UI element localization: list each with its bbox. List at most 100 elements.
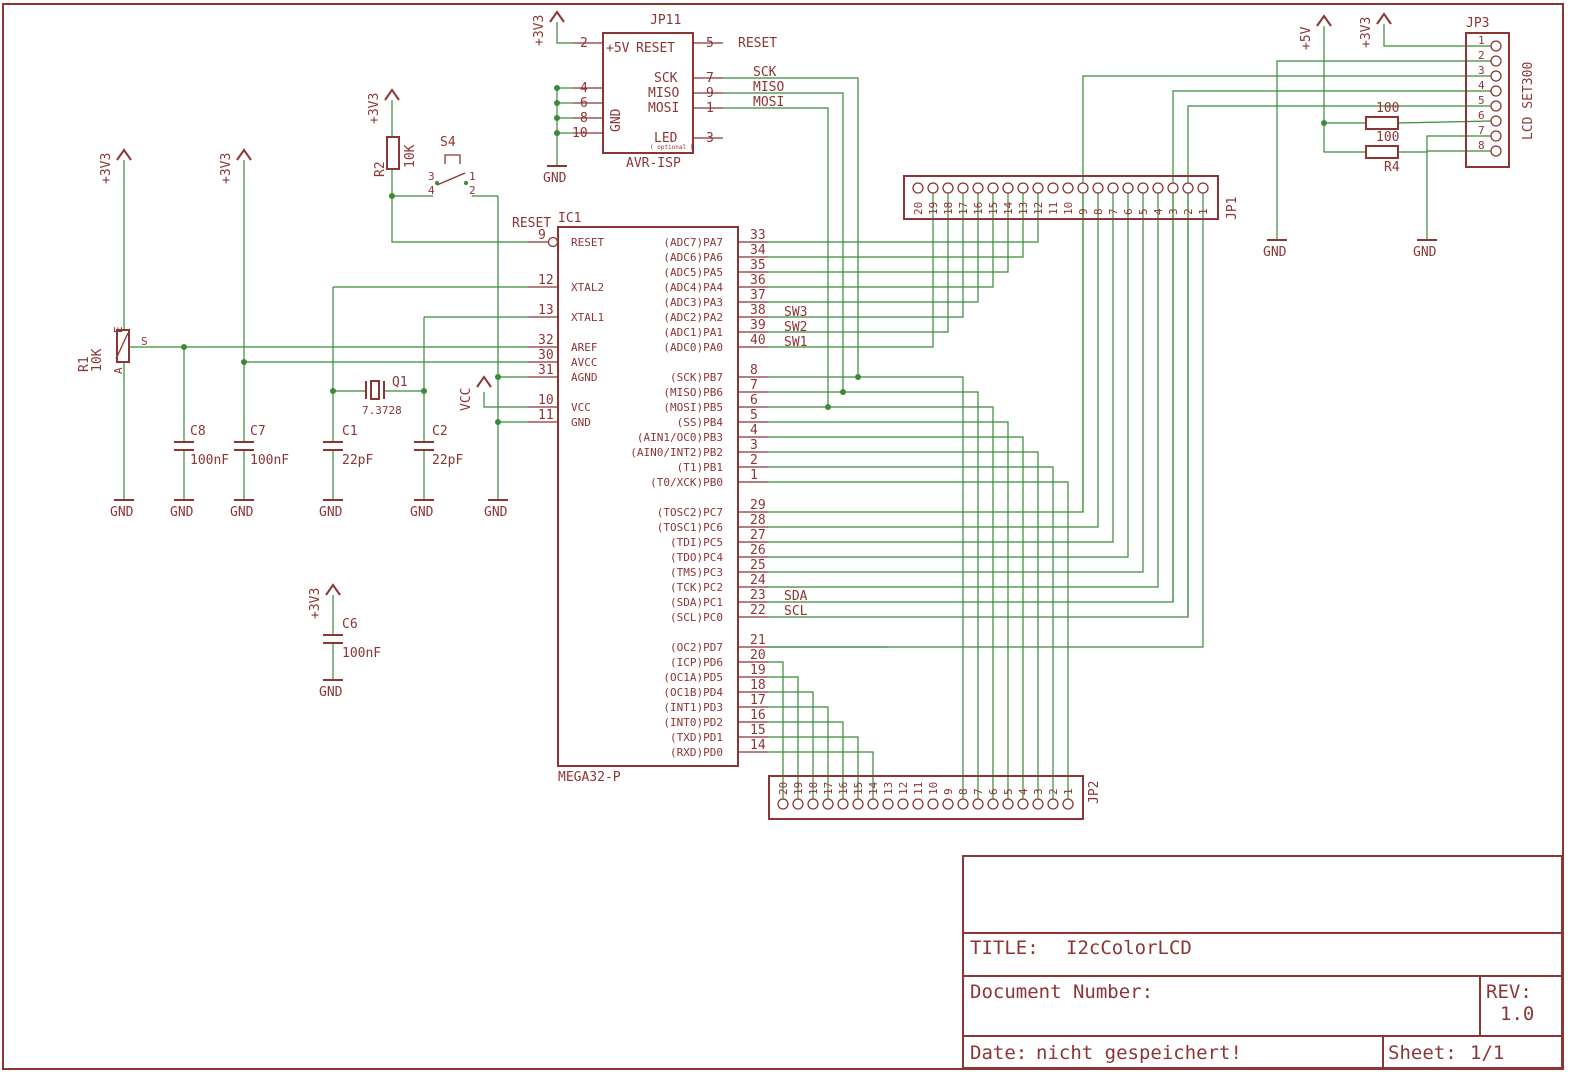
header-pin-number: 15 [852, 782, 865, 795]
s4-pin-1: 1 [469, 170, 476, 183]
r3-r4-resistors: 100 100 R4 [1365, 101, 1400, 175]
supply-label: VCC [459, 388, 474, 411]
gnd-label: GND [410, 505, 434, 520]
wire [768, 193, 1114, 543]
jp3-pin-number: 4 [1478, 79, 1485, 92]
wire [723, 92, 844, 392]
gnd-label: GND [1413, 245, 1437, 260]
supply-label: +3V3 [219, 153, 234, 184]
header-pin-number: 6 [987, 788, 1000, 795]
r2-value: 10K [403, 144, 418, 168]
jp3-pin-number: 5 [1478, 94, 1485, 107]
ic1-pin-number: 38 [750, 303, 766, 318]
jp11-pin-6: 6 [580, 96, 588, 111]
wire [768, 193, 1129, 558]
ic1-pin-name: (ADC5)PA5 [663, 266, 723, 279]
header-pin-number: 6 [1122, 208, 1135, 215]
ic1-pin-name: (T0/XCK)PB0 [650, 476, 723, 489]
header-pin [1032, 182, 1044, 194]
jp11-pin-7: 7 [706, 71, 714, 86]
header-pin [1002, 798, 1014, 810]
supply-label: +3V3 [308, 588, 323, 619]
jp3-pin [1490, 145, 1502, 157]
jp3-pin [1490, 55, 1502, 67]
wire [768, 436, 1024, 799]
jp11-pin-5: 5 [706, 36, 714, 51]
header-pin [1017, 798, 1029, 810]
jp11-label-led: LED [654, 131, 678, 146]
header-pin-number: 14 [867, 781, 880, 795]
header-pin-number: 16 [972, 202, 985, 215]
header-pin-number: 10 [927, 782, 940, 795]
s4-switch: S4 3 4 1 2 [428, 135, 476, 197]
r1-pin-s: S [141, 335, 148, 348]
title-value: I2cColorLCD [1066, 937, 1192, 959]
net-label-mosi: MOSI [753, 95, 784, 110]
rev-label: REV: [1486, 981, 1532, 1003]
jp11-pin-4: 4 [580, 81, 588, 96]
wire [768, 481, 1069, 799]
header-pin-number: 4 [1152, 208, 1165, 215]
header-pin-number: 5 [1002, 788, 1015, 795]
header-pin-number: 4 [1017, 788, 1030, 795]
jp3-pin [1490, 100, 1502, 112]
wire [483, 392, 528, 408]
q1-crystal: Q1 7.3728 [362, 375, 408, 417]
wire [768, 193, 949, 333]
jp1-ref: JP1 [1225, 197, 1240, 220]
junction-dot [495, 374, 501, 380]
wire [723, 107, 829, 407]
ic1-pin-number: 34 [750, 243, 766, 258]
supply-arrow [236, 148, 252, 161]
header-pin [882, 798, 894, 810]
junction-dot [241, 359, 247, 365]
ic1-pin-number: 36 [750, 273, 766, 288]
header-pin [912, 798, 924, 810]
header-pin-number: 11 [1047, 202, 1060, 215]
header-pin [987, 798, 999, 810]
ic1-pin-name: (INT1)PD3 [663, 701, 723, 714]
wire [768, 193, 1084, 513]
header-pin-number: 5 [1137, 208, 1150, 215]
header-pin-number: 9 [1077, 208, 1090, 215]
jp3-pin [1490, 130, 1502, 142]
ic1-pin-name: (ICP)PD6 [670, 656, 723, 669]
ic1-pin-number: 19 [750, 663, 766, 678]
r1-pin-e: E [112, 326, 125, 333]
capacitor-value: 22pF [342, 453, 373, 468]
capacitor-value: 100nF [190, 453, 229, 468]
supply-label: +3V3 [99, 153, 114, 184]
header-pin-number: 7 [972, 788, 985, 795]
wire [768, 193, 1204, 648]
ic1-pin-number: 33 [750, 228, 766, 243]
ic1-pin-name: RESET [571, 236, 604, 249]
header-pin-number: 2 [1047, 788, 1060, 795]
s4-pin-4: 4 [428, 184, 435, 197]
ic1-pin-number: 17 [750, 693, 766, 708]
gnd-label: GND [319, 505, 343, 520]
wire [1426, 150, 1491, 240]
ic1-pin-name: (ADC7)PA7 [663, 236, 723, 249]
q1-ref: Q1 [392, 375, 408, 390]
header-pin-number: 12 [1032, 202, 1045, 215]
supply-label: +5V [1299, 26, 1314, 50]
ic1-pin-name: (TCK)PC2 [670, 581, 723, 594]
wire [1397, 120, 1492, 124]
jp11-ref: JP11 [650, 13, 681, 28]
ic1-pin-name: (ADC2)PA2 [663, 311, 723, 324]
wire [768, 706, 829, 799]
junction-dot [421, 388, 427, 394]
ic1-pin-number: 27 [750, 528, 766, 543]
r1-potentiometer: R1 10K E A S [77, 326, 148, 374]
ic1-pin-name: AVCC [571, 356, 598, 369]
header-pin [792, 798, 804, 810]
wire [768, 193, 1099, 528]
header-pin [1047, 182, 1059, 194]
ic1-pin-name: (ADC1)PA1 [663, 326, 723, 339]
header-pin-number: 13 [882, 782, 895, 795]
jp3-label: LCD SET300 [1521, 62, 1536, 140]
supply-arrow [1316, 14, 1332, 27]
